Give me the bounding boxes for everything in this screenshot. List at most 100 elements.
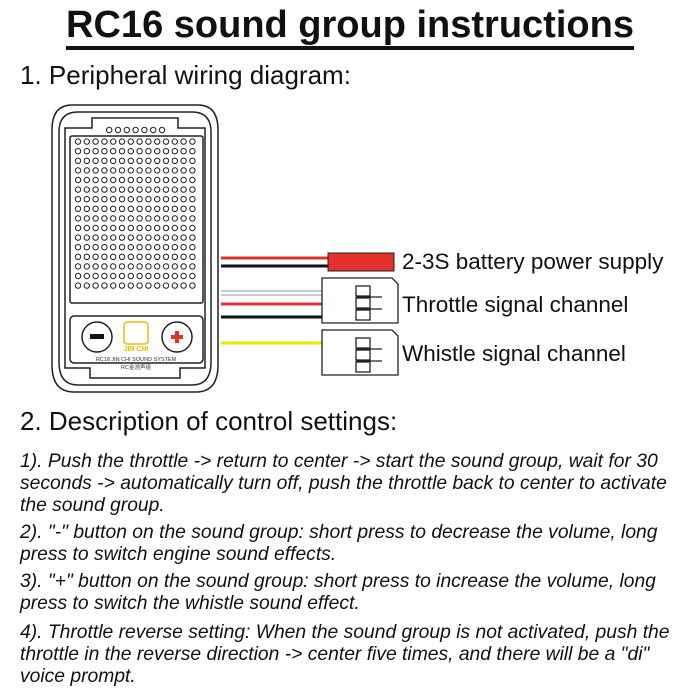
grille-hole (154, 224, 161, 232)
grille-hole (101, 244, 108, 251)
grille-hole (162, 234, 170, 241)
instruction-2: 2). "-" button on the sound group: short… (20, 522, 658, 565)
grille-hole (127, 186, 135, 193)
grille-hole (92, 148, 99, 155)
grille-hole (101, 215, 108, 222)
grille-hole (189, 186, 196, 193)
grille-hole (92, 167, 99, 174)
grille-hole (154, 253, 161, 260)
grille-hole (154, 138, 161, 145)
grille-hole (83, 272, 91, 280)
grille-hole (162, 244, 170, 251)
grille-hole (83, 167, 91, 174)
grille-hole (145, 215, 152, 222)
grille-hole (162, 215, 170, 222)
grille-hole (171, 176, 179, 184)
grille-hole (74, 176, 82, 184)
grille-hole (145, 167, 152, 174)
grille-hole (127, 176, 135, 184)
grille-hole (92, 244, 99, 251)
section2-heading: 2. Description of control settings: (20, 406, 398, 436)
grille-hole (145, 205, 152, 213)
grille-hole (180, 138, 187, 145)
model-text: RC18 JIN CHI SOUND SYSTEM (96, 357, 177, 363)
grille-hole (171, 157, 179, 165)
grille-hole (180, 157, 187, 165)
grille-hole (110, 215, 117, 222)
grille-hole (118, 263, 126, 270)
grille-hole (110, 234, 117, 241)
grille-hole (180, 282, 187, 289)
grille-hole (127, 157, 135, 165)
grille-hole (189, 272, 196, 280)
grille-hole (145, 148, 152, 155)
grille-hole (118, 215, 126, 222)
grille-hole (118, 138, 126, 145)
grille-hole (110, 205, 117, 213)
grille-hole (189, 138, 196, 145)
grille-hole (180, 148, 187, 155)
grille-hole (83, 176, 91, 184)
grille-hole (74, 148, 82, 155)
grille-hole (171, 224, 179, 232)
grille-hole (180, 272, 187, 280)
grille-hole (145, 196, 152, 203)
grille-hole (136, 196, 143, 203)
grille-hole (189, 215, 196, 222)
minus-button[interactable] (81, 321, 113, 353)
grille-hole (101, 196, 108, 203)
grille-hole (118, 234, 126, 241)
grille-hole (171, 167, 179, 174)
grille-hole (92, 272, 99, 280)
grille-hole (180, 186, 187, 193)
grille-hole (83, 186, 91, 193)
plus-button[interactable] (161, 321, 193, 353)
grille-hole (118, 253, 126, 260)
grille-hole (154, 167, 161, 174)
brand-logo (123, 321, 149, 345)
grille-hole (171, 215, 179, 222)
instruction-1: 1). Push the throttle -> return to cente… (20, 451, 667, 516)
grille-hole (83, 138, 91, 145)
grille-hole (180, 244, 187, 251)
grille-hole (92, 205, 99, 213)
grille-hole (92, 282, 99, 289)
grille-hole (74, 215, 82, 222)
grille-hole (83, 157, 91, 165)
grille-hole (92, 176, 99, 184)
grille-hole (118, 157, 126, 165)
grille-hole (110, 148, 117, 155)
battery-label: 2-3S battery power supply (402, 249, 664, 274)
grille-hole (110, 263, 117, 270)
grille-hole (83, 234, 91, 241)
grille-hole (101, 224, 108, 232)
grille-hole (171, 186, 179, 193)
grille-hole (83, 205, 91, 213)
grille-hole (154, 196, 161, 203)
grille-hole (136, 148, 143, 155)
grille-hole (171, 282, 179, 289)
grille-hole (189, 176, 196, 184)
grille-hole (189, 196, 196, 203)
grille-hole (118, 224, 126, 232)
grille-hole (127, 263, 135, 270)
grille-hole (136, 224, 143, 232)
grille-hole (180, 196, 187, 203)
grille-hole (110, 138, 117, 145)
grille-hole (132, 126, 139, 134)
grille-hole (162, 196, 170, 203)
grille-hole (74, 272, 82, 280)
grille-hole (162, 224, 170, 232)
grille-hole (189, 234, 196, 241)
grille-hole (127, 167, 135, 174)
grille-hole (83, 148, 91, 155)
grille-hole (101, 157, 108, 165)
grille-hole (110, 253, 117, 260)
whistle-label: Whistle signal channel (402, 341, 626, 366)
grille-hole (162, 272, 170, 280)
grille-hole (92, 186, 99, 193)
grille-hole (180, 176, 187, 184)
grille-hole (123, 126, 131, 134)
grille-hole (154, 205, 161, 213)
